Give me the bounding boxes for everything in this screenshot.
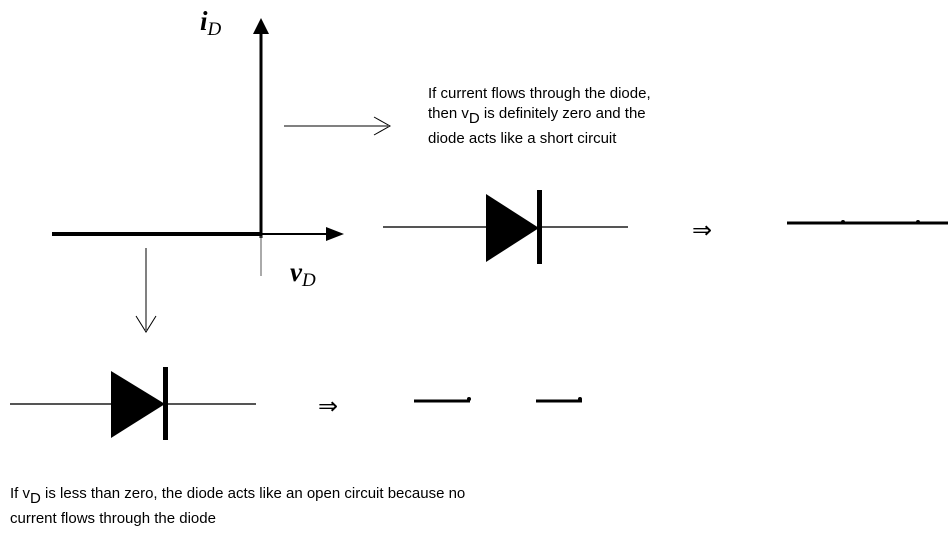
short-circuit-node-right	[916, 220, 920, 224]
reverse-note-line1: If vD is less than zero, the diode acts …	[10, 485, 466, 507]
y-axis-arrowhead	[253, 18, 269, 34]
reverse-diode-triangle	[111, 371, 165, 438]
down-arrow-head	[135, 315, 157, 333]
open-circuit-right-node	[578, 397, 582, 401]
forward-note-line3: diode acts like a short circuit	[428, 130, 617, 147]
x-axis-label: vD	[290, 257, 316, 291]
forward-diode-triangle	[486, 194, 539, 262]
right-arrow-head	[373, 116, 392, 136]
reverse-note-line2: current flows through the diode	[10, 510, 216, 527]
x-axis-arrowhead	[326, 227, 344, 241]
short-circuit-node-left	[841, 220, 845, 224]
forward-bias-note: If current flows through the diode, then…	[428, 84, 651, 149]
open-circuit-left-node	[467, 397, 471, 401]
implies-symbol-forward: ⇒	[692, 216, 713, 244]
reverse-bias-note: If vD is less than zero, the diode acts …	[10, 484, 465, 529]
forward-diode-bar	[537, 190, 542, 264]
forward-note-line1: If current flows through the diode,	[428, 85, 651, 102]
forward-note-line2: then vD is definitely zero and the	[428, 105, 646, 127]
implies-symbol-reverse: ⇒	[318, 392, 339, 420]
reverse-diode-bar	[163, 367, 168, 440]
y-axis-label: iD	[200, 6, 222, 40]
